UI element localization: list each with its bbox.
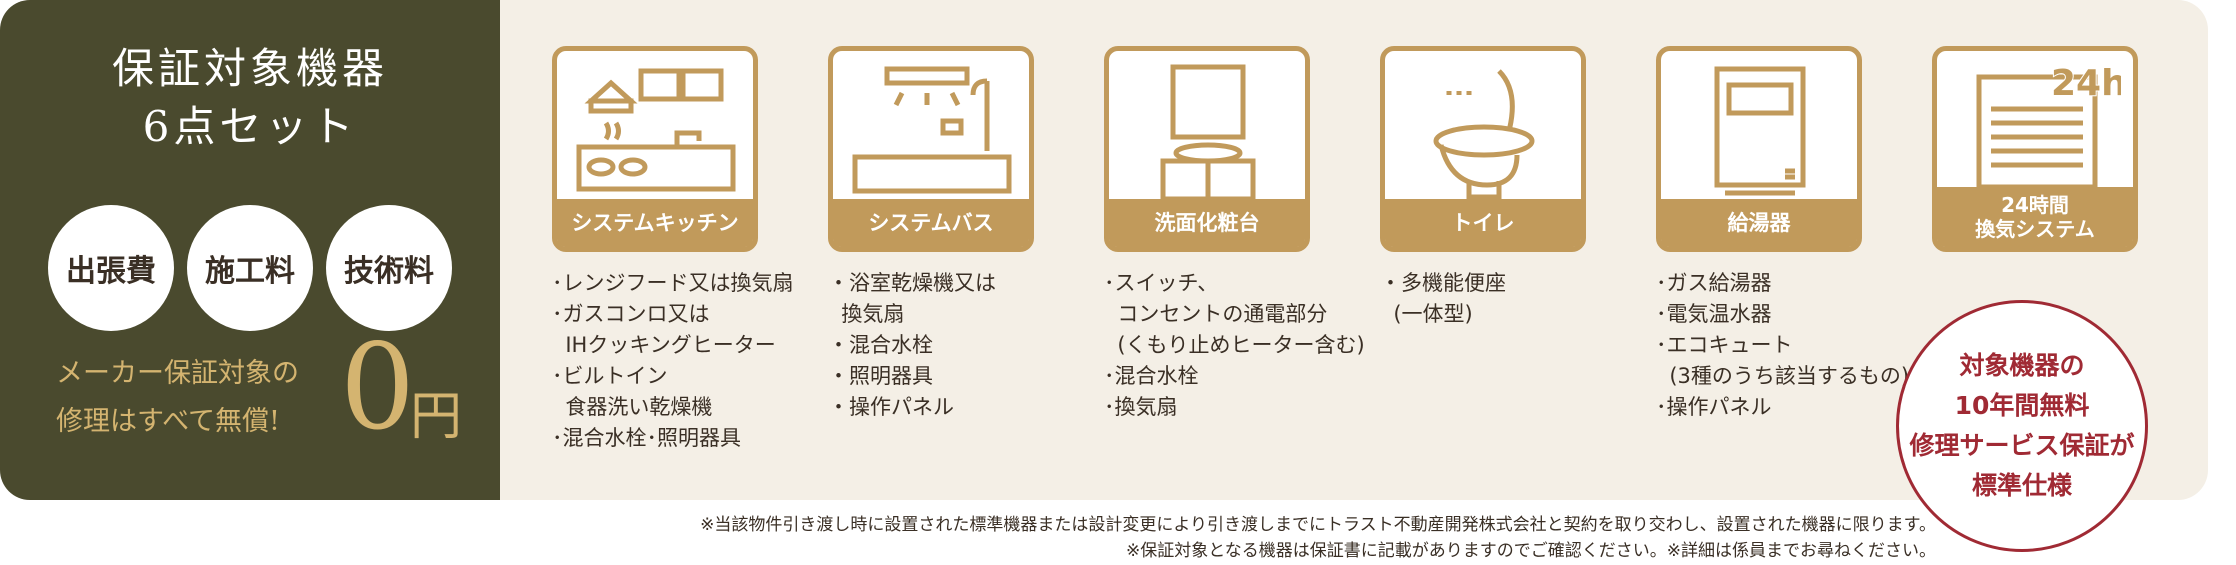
- kitchen-icon: [576, 68, 736, 192]
- footnote-1: ※当該物件引き渡し時に設置された標準機器または設計変更により引き渡しまでにトラス…: [700, 515, 1936, 535]
- item-vanity: 洗面化粧台 ･スイッチ、 コンセントの通電部分 (くもり止めヒーター含む) ･混…: [1104, 46, 1365, 423]
- kitchen-spec-list: ･レンジフード又は換気扇 ･ガスコンロ又は IHクッキングヒーター ･ビルトイン…: [552, 268, 794, 454]
- note-line2: 修理はすべて無償!: [56, 406, 280, 437]
- yen-unit: 円: [410, 387, 463, 447]
- spec-item: IHクッキングヒーター: [552, 333, 776, 357]
- note-line1: メーカー保証対象の: [56, 358, 299, 389]
- spec-item: ･換気扇: [1104, 395, 1178, 419]
- fee-badge-technical: 技術料: [326, 205, 452, 331]
- water-heater-icon: [1714, 66, 1806, 196]
- toilet-label: トイレ: [1385, 199, 1581, 247]
- ventilation-badge-text: 24h: [2051, 63, 2121, 104]
- bath-label: システムバス: [833, 199, 1029, 247]
- spec-item: 食器洗い乾燥機: [552, 395, 713, 419]
- water-heater-box: 給湯器: [1656, 46, 1862, 252]
- stamp-line3: 修理サービス保証が: [1909, 431, 2135, 460]
- vanity-box: 洗面化粧台: [1104, 46, 1310, 252]
- spec-item: ･ビルトイン: [552, 364, 668, 388]
- title-line2: 6点セット: [142, 102, 358, 151]
- item-water-heater: 給湯器 ･ガス給湯器 ･電気温水器 ･エコキュート (3種のうち該当するもの) …: [1656, 46, 1910, 423]
- free-repair-note: メーカー保証対象の 修理はすべて無償!: [56, 350, 336, 446]
- warranty-panel: 保証対象機器 6点セット 出張費 施工料 技術料 メーカー保証対象の 修理はすべ…: [0, 0, 500, 500]
- ventilation-label-line1: 24時間: [2001, 193, 2069, 217]
- ventilation-label: 24時間 換気システム: [1937, 187, 2133, 247]
- item-system-bath: システムバス ・浴室乾燥機又は 換気扇 ・混合水栓 ・照明器具 ・操作パネル: [828, 46, 1038, 423]
- spec-item: ･操作パネル: [1656, 395, 1772, 419]
- footnote-2: ※保証対象となる機器は保証書に記載がありますのでご確認ください。※詳細は係員まで…: [1126, 541, 1936, 561]
- stamp-line4: 標準仕様: [1971, 471, 2072, 500]
- water-heater-label: 給湯器: [1661, 199, 1857, 247]
- item-24h-ventilation: 24h 24時間 換気システム: [1932, 46, 2142, 252]
- ventilation-icon: 24h: [1976, 62, 2121, 190]
- fee-badge-installation: 施工料: [187, 205, 313, 331]
- bath-spec-list: ・浴室乾燥機又は 換気扇 ・混合水栓 ・照明器具 ・操作パネル: [828, 268, 1038, 423]
- stamp-line2: 10年間無料: [1954, 391, 2090, 420]
- spec-item: コンセントの通電部分: [1104, 302, 1328, 326]
- spec-item: ･混合水栓: [1104, 364, 1199, 388]
- warranty-stamp: 対象機器の 10年間無料 修理サービス保証が 標準仕様: [1896, 300, 2148, 552]
- ventilation-label-line2: 換気システム: [1975, 217, 2095, 241]
- water-heater-spec-list: ･ガス給湯器 ･電気温水器 ･エコキュート (3種のうち該当するもの) ･操作パ…: [1656, 268, 1910, 423]
- spec-item: (くもり止めヒーター含む): [1104, 333, 1365, 357]
- fee-badge-travel: 出張費: [48, 205, 174, 331]
- item-system-kitchen: システムキッチン ･レンジフード又は換気扇 ･ガスコンロ又は IHクッキングヒー…: [552, 46, 794, 454]
- toilet-icon: [1433, 69, 1535, 200]
- spec-item: 換気扇: [828, 302, 905, 326]
- spec-item: ･電気温水器: [1656, 302, 1772, 326]
- ventilation-box: 24h 24時間 換気システム: [1932, 46, 2138, 252]
- panel-title: 保証対象機器 6点セット: [0, 40, 500, 156]
- title-line1: 保証対象機器: [111, 44, 388, 93]
- kitchen-label: システムキッチン: [557, 199, 753, 247]
- spec-item: (3種のうち該当するもの): [1656, 364, 1910, 388]
- spec-item: ・多機能便座: [1380, 271, 1506, 295]
- spec-item: (一体型): [1380, 302, 1473, 326]
- spec-item: ･ガスコンロ又は: [552, 302, 710, 326]
- spec-item: ・操作パネル: [828, 395, 954, 419]
- spec-item: ･レンジフード又は換気扇: [552, 271, 794, 295]
- spec-item: ･ガス給湯器: [1656, 271, 1772, 295]
- spec-item: ・混合水栓: [828, 333, 933, 357]
- zero-amount: 0: [340, 318, 416, 456]
- stamp-line1: 対象機器の: [1959, 351, 2085, 380]
- toilet-spec-list: ・多機能便座 (一体型): [1380, 268, 1590, 330]
- spec-item: ･エコキュート: [1656, 333, 1793, 357]
- spec-item: ・浴室乾燥機又は: [828, 271, 996, 295]
- item-toilet: トイレ ・多機能便座 (一体型): [1380, 46, 1590, 330]
- vanity-label: 洗面化粧台: [1109, 199, 1305, 247]
- spec-item: ･スイッチ、: [1104, 271, 1219, 295]
- bath-box: システムバス: [828, 46, 1034, 252]
- vanity-icon: [1160, 64, 1256, 201]
- kitchen-box: システムキッチン: [552, 46, 758, 252]
- spec-item: ・照明器具: [828, 364, 933, 388]
- vanity-spec-list: ･スイッチ、 コンセントの通電部分 (くもり止めヒーター含む) ･混合水栓 ･換…: [1104, 268, 1365, 423]
- bath-icon: [852, 66, 1012, 194]
- spec-item: ･混合水栓･照明器具: [552, 426, 741, 450]
- toilet-box: トイレ: [1380, 46, 1586, 252]
